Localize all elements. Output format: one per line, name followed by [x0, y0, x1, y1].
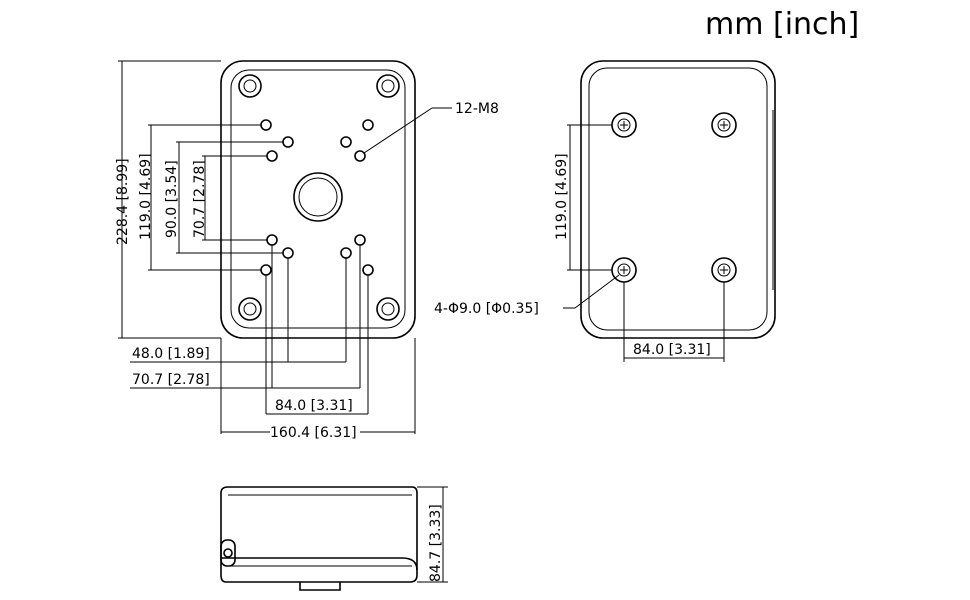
thread-leader: 12-M8 — [363, 101, 499, 154]
back-screw-hole — [611, 112, 637, 138]
side-view: 84.7 [3.33] — [220, 486, 448, 591]
front-119-dimension: 119.0 [4.69] — [138, 124, 261, 271]
front-84-label: 84.0 [3.31] — [275, 398, 353, 414]
side-body-outline — [220, 486, 418, 583]
front-body-outline — [220, 60, 416, 339]
front-90-label: 90.0 [3.54] — [164, 160, 180, 238]
front-corner-screw — [376, 297, 400, 321]
back-body-inner — [588, 67, 768, 331]
mounting-hole — [260, 119, 272, 131]
side-hinge — [220, 539, 236, 567]
mounting-hole — [266, 234, 278, 246]
front-corner-screw — [238, 74, 262, 98]
side-height-label: 84.7 [3.33] — [428, 504, 444, 582]
front-160-dimension: 160.4 [6.31] — [221, 424, 415, 441]
mounting-hole — [282, 247, 294, 259]
back-84-label: 84.0 [3.31] — [633, 342, 711, 358]
mounting-hole — [260, 264, 272, 276]
front-cable-hole — [293, 172, 343, 222]
mounting-hole — [354, 234, 366, 246]
front-70h-dimension: 70.7 [2.78] — [130, 372, 360, 389]
front-160-label: 160.4 [6.31] — [270, 425, 357, 441]
back-screw-hole — [711, 257, 737, 283]
front-70-dimension: 70.7 [2.78] — [192, 155, 267, 241]
back-119-label: 119.0 [4.69] — [554, 153, 570, 240]
mounting-hole — [362, 264, 374, 276]
back-body-outline — [580, 60, 776, 339]
front-70h-label: 70.7 [2.78] — [132, 372, 210, 388]
front-70-label: 70.7 [2.78] — [192, 160, 208, 238]
front-height-dimension: 228.4 [8.99] — [115, 60, 221, 339]
front-90-dimension: 90.0 [3.54] — [164, 141, 283, 254]
back-84-dimension: 84.0 [3.31] — [623, 282, 725, 362]
hole-label: 4-Φ9.0 [Φ0.35] — [434, 301, 539, 317]
mounting-hole — [282, 136, 294, 148]
back-screw-hole — [711, 112, 737, 138]
front-height-label: 228.4 [8.99] — [115, 158, 131, 245]
mounting-hole — [362, 119, 374, 131]
front-view: 228.4 [8.99] 119.0 [4.69] 90.0 [3.54] 70… — [115, 60, 499, 441]
back-119-dimension: 119.0 [4.69] — [554, 124, 612, 271]
front-corner-screw — [376, 74, 400, 98]
mounting-hole — [340, 136, 352, 148]
thread-label: 12-M8 — [455, 101, 499, 117]
front-corner-screw — [238, 297, 262, 321]
units-label: mm [inch] — [705, 7, 859, 42]
mounting-hole — [266, 150, 278, 162]
front-mounting-holes — [260, 119, 374, 276]
mounting-hole — [340, 247, 352, 259]
back-view: 119.0 [4.69] 4-Φ9.0 [Φ0.35] 84.0 [3.31] — [434, 60, 776, 362]
front-48-dimension: 48.0 [1.89] — [130, 346, 346, 363]
front-119-label: 119.0 [4.69] — [138, 153, 154, 240]
mounting-hole — [354, 150, 366, 162]
front-body-inner — [230, 69, 406, 329]
front-48-label: 48.0 [1.89] — [132, 346, 210, 362]
hole-leader: 4-Φ9.0 [Φ0.35] — [434, 274, 620, 317]
front-84-dimension: 84.0 [3.31] — [266, 398, 368, 415]
back-screw-hole — [611, 257, 637, 283]
side-height-dimension: 84.7 [3.33] — [417, 486, 448, 583]
